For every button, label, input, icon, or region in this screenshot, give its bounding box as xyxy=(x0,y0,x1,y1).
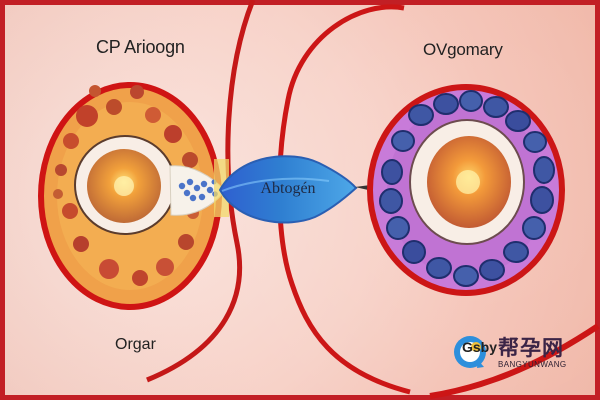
center-drop xyxy=(218,155,358,224)
bottom-left-label: Orgar xyxy=(115,336,156,353)
right-cell xyxy=(367,84,565,296)
watermark-logo-icon xyxy=(454,336,486,368)
right-cell-blue-cells xyxy=(379,90,555,287)
watermark-main-text: 帮孕网 xyxy=(498,336,564,360)
left-red-arc xyxy=(146,0,256,383)
watermark-sub-text: BANGYUNWANG xyxy=(498,360,567,369)
left-title: CP Arioogn xyxy=(96,37,185,57)
watermark: Gsby 帮孕网 BANGYUNWANG xyxy=(449,327,589,375)
watermark-overlap-text: Gsby xyxy=(462,339,498,355)
center-label: Abtogén xyxy=(260,180,316,197)
right-title: OVgomary xyxy=(423,40,503,59)
bottom-right-arc xyxy=(429,323,600,399)
